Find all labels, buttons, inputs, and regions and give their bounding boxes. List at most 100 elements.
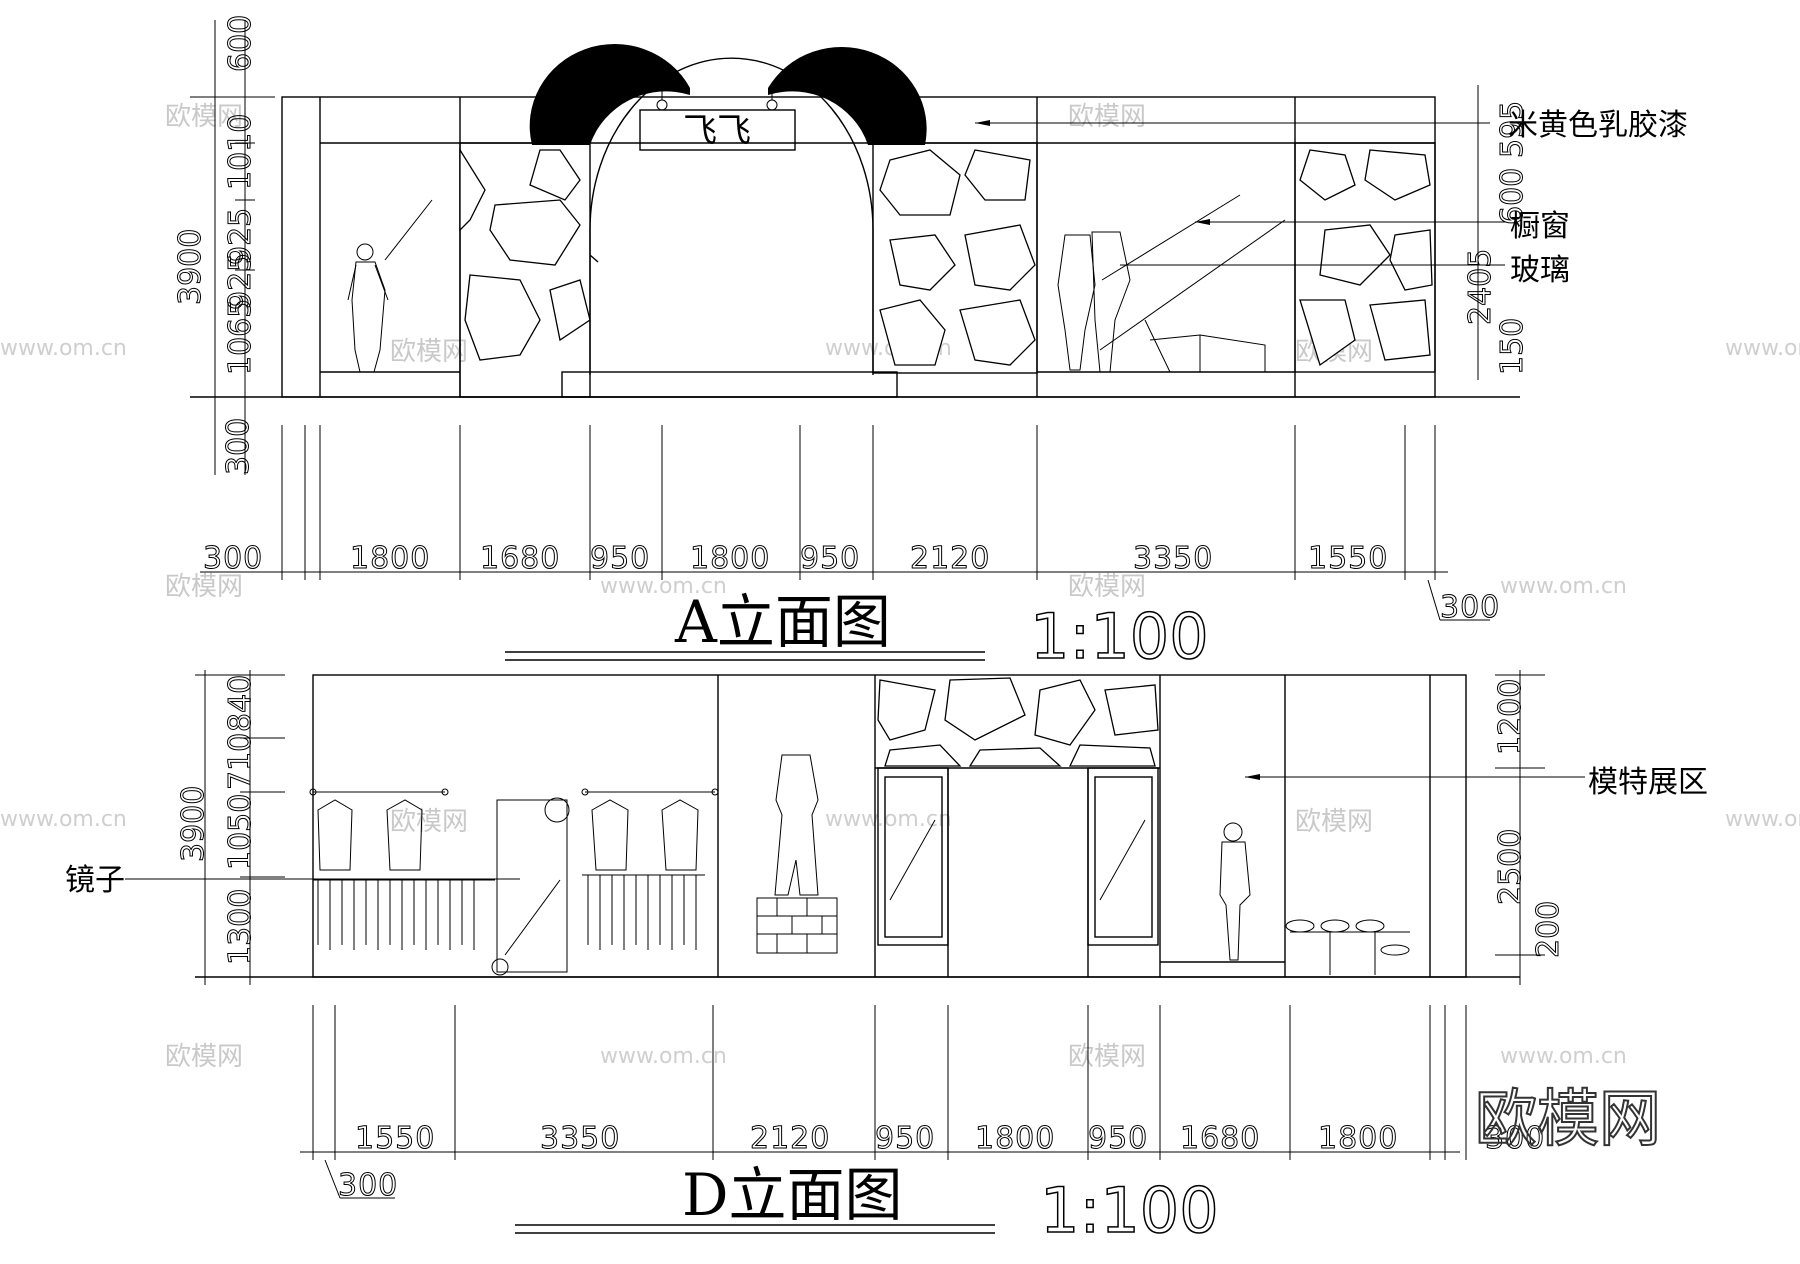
dim-text: 2405 [1463,249,1498,325]
dim-text: 3350 [540,1121,620,1156]
watermark-brand: 欧模网 [165,1042,243,1072]
annotation-label: 米黄色乳胶漆 [1508,108,1688,143]
dim-text: 925 [223,208,258,265]
watermark-site: www.om.cn [600,574,727,599]
shop-sign [639,109,796,151]
mannequin-group-icon [1057,194,1286,373]
watermark-brand: 欧模网 [1068,1042,1146,1072]
watermark-brand: 欧模网 [390,337,468,367]
dim-text-total: 3900 [176,786,211,862]
dim-text: 1800 [690,541,770,576]
dim-text: 200 [1531,901,1566,958]
brand-watermark-large: 欧模网 [1475,1082,1661,1155]
shop-sign-text: 飞飞 [683,111,751,151]
standing-mirror-icon [491,797,570,976]
dim-text: 1550 [1308,541,1388,576]
dim-text: 300 [203,541,263,576]
entrance-step [561,371,898,398]
watermark-brand: 欧模网 [1295,807,1373,837]
sign-hook-icon [656,99,668,111]
dim-text: 2120 [750,1121,830,1156]
watermark-site: www.om.cn [0,336,127,361]
elevation-title: A立面图 [674,588,891,656]
elevation-a: 飞飞 米黄色乳胶漆 橱窗 玻璃 [173,14,1689,674]
dim-text: 1200 [1493,679,1528,755]
elevation-title: D立面图 [682,1161,903,1229]
dim-text: 1300 [223,889,258,965]
dim-extension-lines [312,1005,1467,1160]
watermark-brand: 欧模网 [1068,572,1146,602]
stone-panel-right [1294,142,1436,373]
sign-hook-icon [766,99,778,111]
watermark-site: www.om.cn [825,807,952,832]
mirror-panel-inner [884,776,943,938]
watermark-site: www.om.cn [0,807,127,832]
annotation-label: 镜子 [65,863,125,898]
dim-text: 300 [221,418,256,475]
arrow-icon [1195,219,1210,225]
leader-line [324,1159,341,1199]
dim-text: 950 [800,541,860,576]
dim-text: 1010 [223,114,258,190]
arch-black-ear-left [529,44,690,146]
stone-panel-left [459,142,591,398]
watermark-brand: 欧模网 [1068,102,1146,132]
watermark-brand: 欧模网 [165,102,243,132]
dim-text: 595 [1495,101,1530,158]
dim-text: 1800 [1318,1121,1398,1156]
dim-text: 600 [1495,168,1530,225]
dim-text: 600 [223,15,258,72]
dim-text: 2500 [1493,829,1528,905]
dim-text: 710 [223,733,258,790]
mirror-panel-inner [1094,776,1153,938]
dim-text: 1065 [223,299,258,375]
watermark-site: www.om.cn [1500,1044,1627,1069]
arrow-icon [1245,774,1260,780]
dim-text: 840 [223,675,258,732]
dim-text: 1050 [223,794,258,870]
dim-text: 950 [1088,1121,1148,1156]
clothing-rack-icon [581,788,719,950]
mirror-glare [889,819,936,901]
dim-text: 950 [875,1121,935,1156]
scale-label: 1:100 [1040,1174,1219,1247]
dim-text: 300 [338,1168,398,1203]
dim-text: 1800 [975,1121,1055,1156]
arch-black-ear-right [768,46,927,145]
scale-label: 1:100 [1030,600,1209,673]
dim-text: 3350 [1133,541,1213,576]
dim-text: 300 [1485,1121,1545,1156]
dim-text: 1550 [355,1121,435,1156]
watermark-site: www.om.cn [600,1044,727,1069]
stone-panel-middle [872,142,1038,374]
leader-line [1427,579,1441,621]
model-figure-icon [1219,822,1251,961]
dim-text: 300 [1440,590,1500,625]
mirror-panel [1087,767,1159,946]
annotation-label: 玻璃 [1510,253,1570,288]
arch-opening [589,57,874,375]
dim-text: 1680 [1180,1121,1260,1156]
annotation-label: 橱窗 [1510,209,1570,244]
door-detail [589,254,599,263]
dim-text: 150 [1495,318,1530,375]
watermark-brand: 欧模网 [165,572,243,602]
elevation-d: 模特展区 镜子 840 710 1050 3900 1300 1200 2500… [65,670,1708,1248]
dim-text: 1800 [350,541,430,576]
watermark-site: www.om.cn [1725,807,1800,832]
watermark-brand: 欧模网 [390,807,468,837]
dim-text: 1680 [480,541,560,576]
watermark-site: www.om.cn [1500,574,1627,599]
arrow-icon [975,120,990,126]
stone-band [877,677,1159,767]
dim-text: 950 [590,541,650,576]
dim-text-total: 3900 [173,229,208,305]
shoe-display-icon [1285,919,1410,975]
dim-text: 2120 [910,541,990,576]
clothing-rack-icon [309,788,495,950]
watermark-site: www.om.cn [1725,336,1800,361]
dim-extension-lines [281,425,1436,580]
mannequin-figure-icon [347,199,433,373]
mirror-glare [1099,819,1146,901]
